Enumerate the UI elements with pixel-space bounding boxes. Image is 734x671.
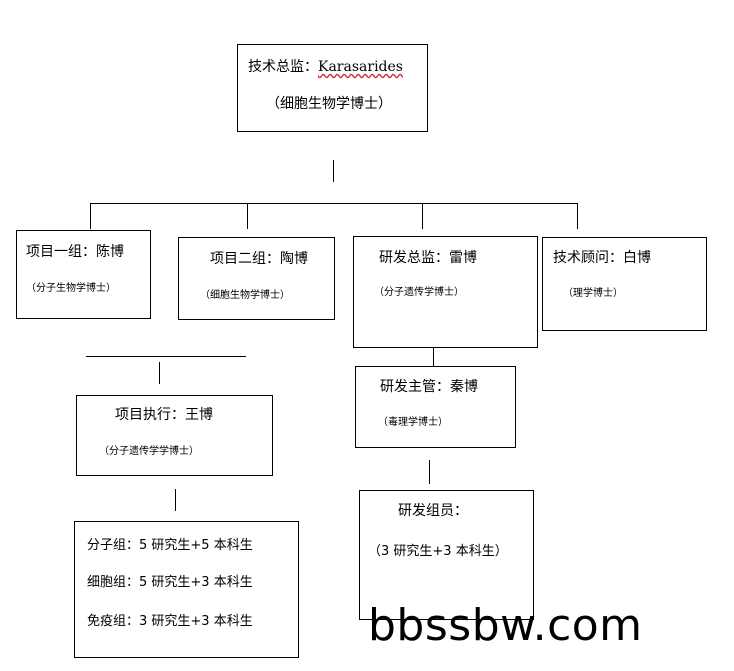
group-item-immune: 免疫组：3 研究生+3 本科生 (87, 614, 253, 629)
project1-box: 项目一组：陈博 （分子生物学博士） (16, 230, 151, 319)
director-name: Karasarides (318, 59, 403, 75)
connector-consultant (577, 203, 578, 229)
rd-director-title: 研发总监：雷博 (379, 250, 477, 266)
rd-staff-box: 研发组员： （3 研究生+3 本科生） (359, 490, 534, 620)
connector-rd (422, 203, 423, 229)
rd-manager-degree: （毒理学博士） (378, 417, 448, 428)
rd-director-box: 研发总监：雷博 （分子遗传学博士） (353, 236, 538, 348)
connector-p1 (90, 203, 91, 229)
project1-title: 项目一组：陈博 (26, 244, 124, 260)
exec-title: 项目执行：王博 (115, 407, 213, 423)
connector-groups (175, 489, 176, 511)
project2-box: 项目二组：陶博 （细胞生物学博士） (178, 237, 335, 320)
groups-box: 分子组：5 研究生+5 本科生 细胞组：5 研究生+3 本科生 免疫组：3 研究… (74, 521, 299, 658)
connector-rd-staff (429, 460, 430, 484)
rd-manager-box: 研发主管：秦博 （毒理学博士） (355, 366, 516, 448)
director-label: 技术总监：Karasarides (248, 56, 403, 76)
connector-rd-manager (433, 348, 434, 366)
connector-exec (159, 362, 160, 384)
project1-degree: （分子生物学博士） (26, 283, 116, 294)
group-item-cell: 细胞组：5 研究生+3 本科生 (87, 575, 253, 590)
consultant-box: 技术顾问：白博 （理学博士） (542, 237, 707, 331)
project2-title: 项目二组：陶博 (210, 251, 308, 267)
group-item-molecular: 分子组：5 研究生+5 本科生 (87, 538, 253, 553)
rd-director-degree: （分子遗传学博士） (374, 287, 464, 298)
watermark-text: bbssbw.com (368, 600, 643, 651)
connector-merge (86, 356, 246, 357)
director-degree: （细胞生物学博士） (266, 96, 392, 112)
director-box: 技术总监：Karasarides （细胞生物学博士） (237, 44, 428, 132)
consultant-title: 技术顾问：白博 (553, 250, 651, 266)
consultant-degree: （理学博士） (563, 288, 623, 299)
director-label-text: 技术总监： (248, 59, 318, 75)
exec-degree: （分子遗传学学博士） (99, 446, 199, 457)
connector-p2 (247, 203, 248, 229)
rd-manager-title: 研发主管：秦博 (380, 379, 478, 395)
rd-staff-title: 研发组员： (398, 503, 468, 519)
connector-top (333, 160, 334, 182)
exec-box: 项目执行：王博 （分子遗传学学博士） (76, 395, 273, 476)
connector-bus (90, 203, 578, 204)
rd-staff-detail: （3 研究生+3 本科生） (368, 544, 508, 559)
project2-degree: （细胞生物学博士） (200, 290, 290, 301)
